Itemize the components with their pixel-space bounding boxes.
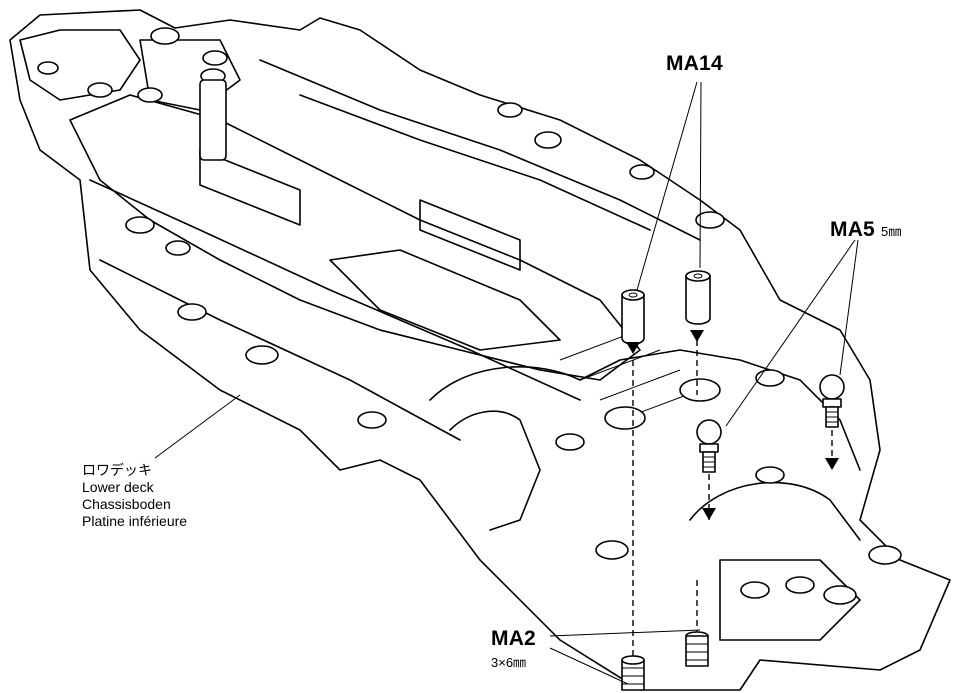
ma14-spacers xyxy=(621,270,711,345)
ma14-label: MA14 xyxy=(666,52,723,76)
ma5-ball-right xyxy=(819,374,845,428)
lower-deck-label-en: Lower deck xyxy=(82,479,154,495)
assembly-guides xyxy=(626,330,839,656)
ma2-screws xyxy=(621,631,709,691)
leader-lines xyxy=(154,81,859,685)
ma2-size: 3×6㎜ xyxy=(491,655,527,670)
lower-deck-label-ja: ロワデッキ xyxy=(82,462,152,478)
ma5-size: 5㎜ xyxy=(881,224,902,239)
ma2-screw-left xyxy=(621,655,645,691)
ma2-label: MA2 xyxy=(491,627,536,651)
lower-deck-label-de: Chassisboden xyxy=(82,496,171,512)
ma5-ball-connectors xyxy=(696,374,845,473)
ma5-code: MA5 xyxy=(830,218,875,241)
boss-posts xyxy=(37,27,902,605)
ma5-ball-left xyxy=(696,419,722,473)
ma5-label: MA5 5㎜ xyxy=(830,218,902,242)
ma14-spacer-right xyxy=(685,270,711,325)
ma14-spacer-left xyxy=(621,289,645,345)
chassis-outline xyxy=(9,9,951,691)
lower-deck-callout: ロワデッキ Lower deck Chassisboden Platine in… xyxy=(82,462,187,530)
ma14-code: MA14 xyxy=(666,52,723,75)
lower-deck-label-fr: Platine inférieure xyxy=(82,513,188,529)
ma2-screw-right xyxy=(685,631,709,667)
ma2-code: MA2 xyxy=(491,627,536,650)
